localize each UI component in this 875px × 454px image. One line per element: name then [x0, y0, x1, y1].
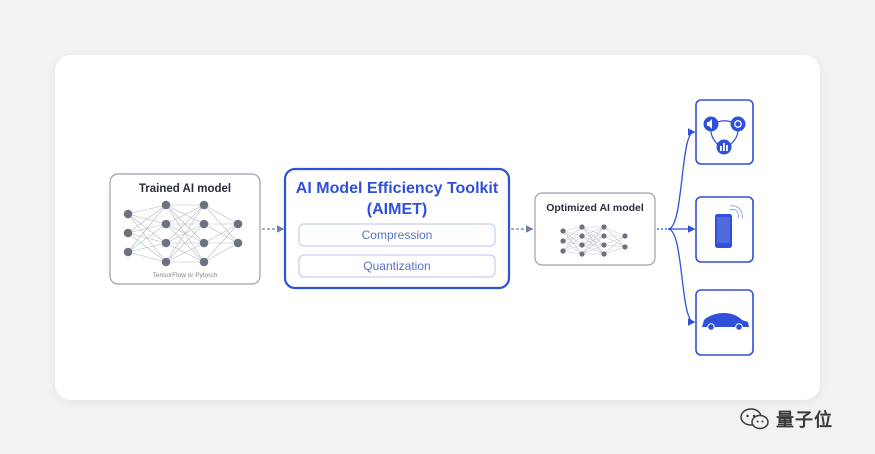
network-node	[579, 251, 585, 257]
network-node	[199, 257, 209, 267]
network-edge	[562, 226, 583, 232]
network-edge	[562, 240, 583, 255]
network-edge	[562, 230, 583, 246]
network-edge	[127, 204, 167, 215]
network-edge	[603, 235, 626, 255]
watermark: 量子位	[740, 406, 833, 432]
network-edge	[165, 204, 205, 263]
arrow-to-iot	[667, 128, 696, 230]
network-node	[233, 219, 243, 229]
trained-model-title: Trained AI model	[139, 183, 231, 195]
network-node	[199, 200, 209, 210]
network-node	[161, 257, 171, 267]
network-edge	[203, 242, 239, 263]
network-edge	[127, 223, 167, 253]
step-compression-label: Compression	[362, 228, 433, 242]
arrow-to-car	[667, 228, 696, 326]
network-edge	[562, 226, 583, 242]
network-node	[123, 247, 133, 257]
network-edge	[581, 235, 605, 255]
network-edge	[127, 251, 167, 263]
aimet-title-line1: AI Model Efficiency Toolkit	[296, 180, 499, 197]
network-edge	[562, 250, 583, 255]
network-node	[579, 224, 585, 230]
step-quantization-label: Quantization	[363, 259, 430, 273]
trained-model-caption: TensorFlow or Pytorch	[153, 272, 218, 279]
network-edge	[581, 244, 605, 255]
smartphone-icon	[715, 205, 743, 248]
network-node	[560, 228, 566, 234]
network-node	[560, 238, 566, 244]
network-edge	[581, 226, 605, 255]
network-node	[161, 200, 171, 210]
car-icon	[702, 313, 749, 331]
network-edge	[562, 235, 583, 242]
network-edge	[581, 226, 605, 237]
network-edge	[203, 223, 239, 263]
network-edge	[165, 204, 205, 244]
network-node	[601, 224, 607, 230]
network-edge	[603, 226, 626, 237]
network-edge	[581, 226, 605, 246]
network-edge	[165, 223, 205, 263]
network-edge	[127, 242, 167, 253]
wechat-icon	[740, 408, 769, 430]
network-edge	[562, 230, 583, 237]
aimet-box: AI Model Efficiency Toolkit (AIMET) Comp…	[283, 167, 511, 290]
target-phone-box	[695, 196, 754, 263]
network-node	[579, 242, 585, 248]
network-node	[601, 251, 607, 257]
network-node	[622, 244, 628, 250]
fanout-connectors	[657, 128, 696, 326]
trained-network-graphic	[123, 200, 243, 267]
network-edge	[127, 204, 167, 234]
optimized-model-box: Optimized AI model	[534, 192, 656, 266]
network-edge	[562, 235, 583, 252]
network-edge	[165, 204, 205, 225]
step-compression: Compression	[298, 223, 496, 247]
network-node	[161, 238, 171, 248]
network-node	[233, 238, 243, 248]
network-node	[199, 238, 209, 248]
target-iot-box	[695, 99, 754, 165]
network-edge	[203, 223, 239, 244]
network-node	[560, 248, 566, 254]
network-node	[161, 219, 171, 229]
network-node	[601, 242, 607, 248]
optimized-network-graphic	[560, 224, 628, 257]
watermark-text: 量子位	[776, 410, 833, 431]
network-node	[601, 233, 607, 239]
network-edge	[127, 204, 167, 253]
network-edge	[562, 244, 583, 252]
iot-devices-icon	[703, 116, 746, 155]
network-edge	[562, 240, 583, 246]
optimized-model-title: Optimized AI model	[546, 202, 644, 214]
trained-model-box: Trained AI model TensorFlow or Pytorch	[109, 173, 261, 285]
aimet-title-line2: (AIMET)	[367, 201, 427, 218]
network-edge	[603, 235, 626, 246]
network-node	[123, 209, 133, 219]
network-node	[199, 219, 209, 229]
network-edge	[603, 226, 626, 248]
network-node	[123, 228, 133, 238]
network-node	[579, 233, 585, 239]
network-edge	[603, 246, 626, 255]
network-edge	[603, 244, 626, 248]
network-edge	[562, 226, 583, 252]
network-node	[622, 233, 628, 239]
step-quantization: Quantization	[298, 254, 496, 278]
network-edge	[562, 230, 583, 255]
network-edge	[165, 242, 205, 263]
network-edge	[603, 235, 626, 248]
target-car-box	[695, 289, 754, 356]
network-edge	[203, 204, 239, 225]
